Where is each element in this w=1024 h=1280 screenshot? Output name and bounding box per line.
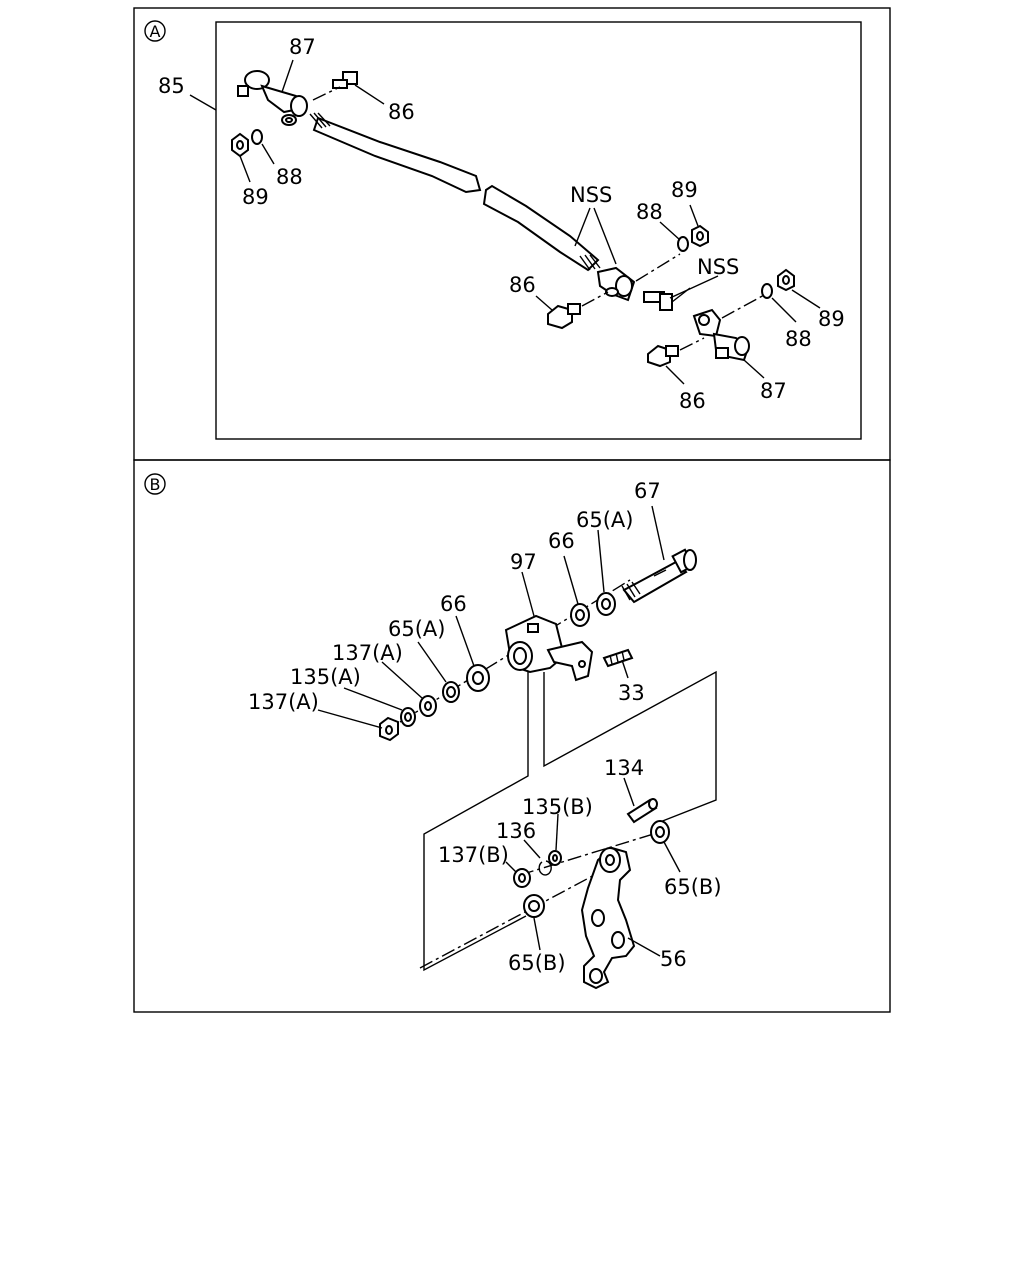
section-b: B [144, 473, 722, 990]
washer-right [677, 236, 689, 252]
washer-135a [400, 707, 416, 727]
section-b-leaders [317, 505, 681, 957]
exploded-guide-lines [423, 670, 717, 972]
label-136: 136 [496, 819, 536, 843]
label-66-right: 66 [548, 529, 575, 553]
bush-65b-bottom [523, 894, 545, 918]
nut-137a-lower [379, 716, 399, 742]
bush-65a-top [596, 592, 616, 616]
lever-56 [580, 846, 636, 990]
label-88-left: 88 [276, 165, 303, 189]
label-88-far: 88 [785, 327, 812, 351]
bolt-top [312, 71, 358, 101]
washer-135b [548, 850, 562, 866]
label-85: 85 [158, 74, 185, 98]
washer-137a-upper [419, 695, 437, 717]
label-65a-left: 65(A) [388, 617, 445, 641]
section-a: A [144, 20, 845, 413]
bush-65b-right [650, 820, 670, 844]
label-nss-bolt: NSS [697, 255, 739, 279]
washer-left [251, 129, 263, 145]
clip-136 [538, 860, 552, 876]
label-65a-top: 65(A) [576, 508, 633, 532]
label-87-top: 87 [289, 35, 316, 59]
bush-65a-left [442, 681, 460, 703]
label-87-bottom: 87 [760, 379, 787, 403]
label-97: 97 [510, 550, 537, 574]
washer-66-right [570, 603, 590, 627]
bracket-97 [504, 614, 594, 682]
axis-lower-2 [419, 871, 601, 969]
rod-lower-thread [579, 254, 601, 271]
label-86-top: 86 [388, 100, 415, 124]
pivot-bolt-67 [621, 548, 697, 604]
washer-66-left [466, 664, 490, 692]
nut-left [231, 132, 249, 158]
section-a-leaders [189, 59, 821, 385]
bolt-bottom [647, 337, 705, 368]
label-134: 134 [604, 756, 644, 780]
label-86-mid: 86 [509, 273, 536, 297]
label-65b-bottom: 65(B) [508, 951, 566, 975]
section-b-marker-circle [144, 473, 166, 495]
rod-upper-thread [309, 112, 331, 129]
label-137a-lower: 137(A) [248, 690, 319, 714]
label-137a-upper: 137(A) [332, 641, 403, 665]
label-67: 67 [634, 479, 661, 503]
ball-joint-top [237, 70, 308, 126]
section-a-inner-frame [215, 21, 862, 440]
section-a-marker-circle [144, 20, 166, 42]
label-88-right: 88 [636, 200, 663, 224]
ball-joint-bottom [692, 293, 767, 362]
stud-33 [602, 648, 634, 668]
label-66-left: 66 [440, 592, 467, 616]
rod-upper-segment [312, 116, 482, 194]
label-135a: 135(A) [290, 665, 361, 689]
label-86-bottom: 86 [679, 389, 706, 413]
label-137b: 137(B) [438, 843, 509, 867]
section-b-marker: B [150, 475, 161, 494]
label-nss-rod: NSS [570, 183, 612, 207]
section-b-frame [133, 459, 891, 1013]
section-a-marker: A [150, 22, 161, 41]
label-33: 33 [618, 681, 645, 705]
axis-lower [519, 831, 661, 876]
pin-134 [626, 798, 658, 824]
label-89-left: 89 [242, 185, 269, 209]
ball-joint-middle [596, 253, 681, 302]
nut-137b [513, 868, 531, 888]
label-135b: 135(B) [522, 795, 593, 819]
label-65b-right: 65(B) [664, 875, 722, 899]
nut-far [777, 268, 795, 292]
label-89-far: 89 [818, 307, 845, 331]
label-89-right: 89 [671, 178, 698, 202]
label-56: 56 [660, 947, 687, 971]
washer-far [761, 283, 773, 299]
bolt-middle [547, 291, 609, 330]
nut-right [691, 224, 709, 248]
